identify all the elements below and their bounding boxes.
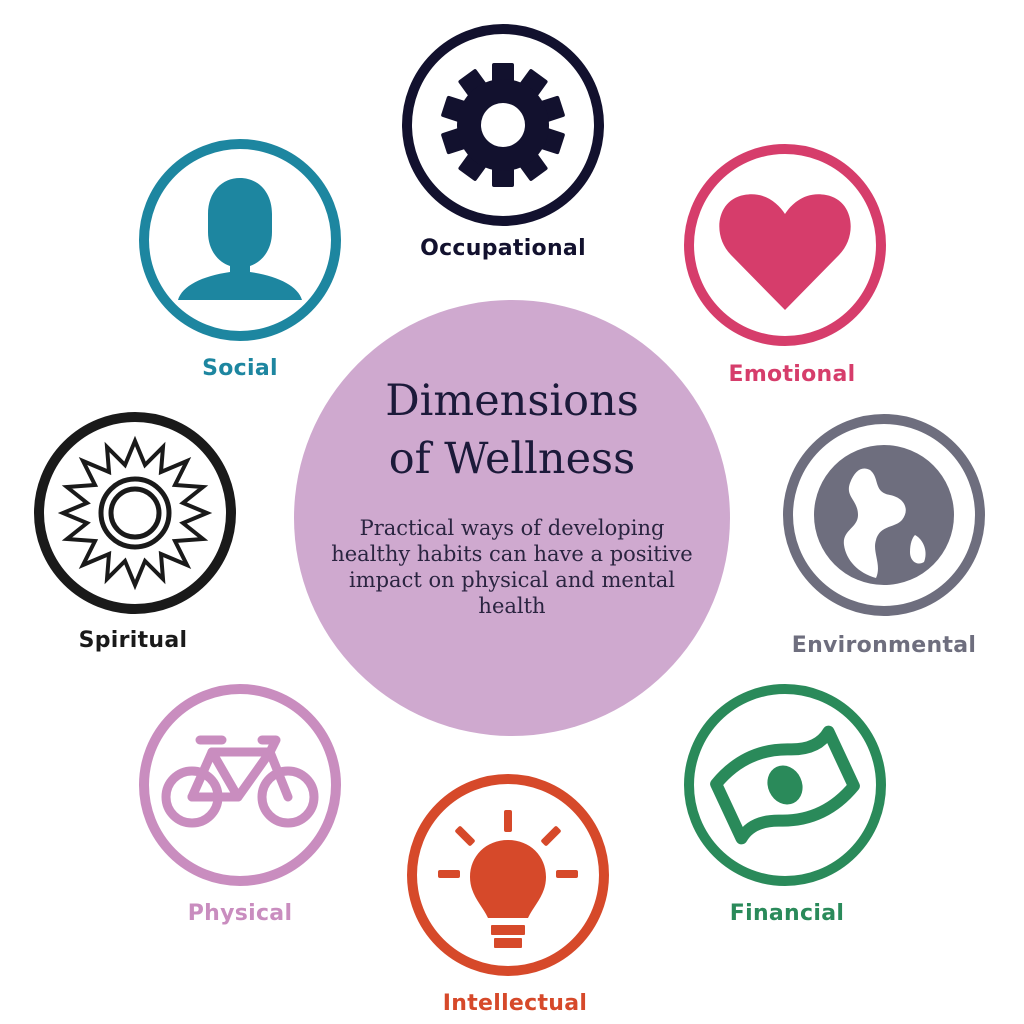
social-label: Social xyxy=(202,356,278,381)
financial-label: Financial xyxy=(729,901,845,926)
physical-node xyxy=(139,684,341,886)
environmental-label: Environmental xyxy=(791,633,977,658)
page-title: Dimensions of Wellness xyxy=(312,372,712,488)
environmental-node xyxy=(783,414,985,616)
globe-icon xyxy=(814,445,954,585)
financial-node xyxy=(684,684,886,886)
intellectual-node xyxy=(407,774,609,976)
physical-label: Physical xyxy=(187,901,293,926)
social-node xyxy=(139,139,341,341)
page-subtitle: Practical ways of developing healthy hab… xyxy=(331,516,693,618)
title-line-1: Dimensions xyxy=(385,376,639,426)
person-icon xyxy=(178,178,302,300)
sun-icon xyxy=(57,435,213,591)
heart-icon xyxy=(719,194,851,310)
intellectual-label: Intellectual xyxy=(442,991,588,1016)
spiritual-label: Spiritual xyxy=(78,628,188,653)
spiritual-node xyxy=(34,412,236,614)
emotional-label: Emotional xyxy=(728,362,856,387)
lightbulb-icon xyxy=(438,810,578,948)
occupational-node xyxy=(402,24,604,226)
gear-icon xyxy=(441,63,565,187)
bicycle-icon xyxy=(161,735,319,828)
occupational-label: Occupational xyxy=(420,236,586,261)
emotional-node xyxy=(684,144,886,346)
money-icon xyxy=(710,725,860,845)
title-line-2: of Wellness xyxy=(388,434,636,484)
center-circle xyxy=(294,300,730,736)
